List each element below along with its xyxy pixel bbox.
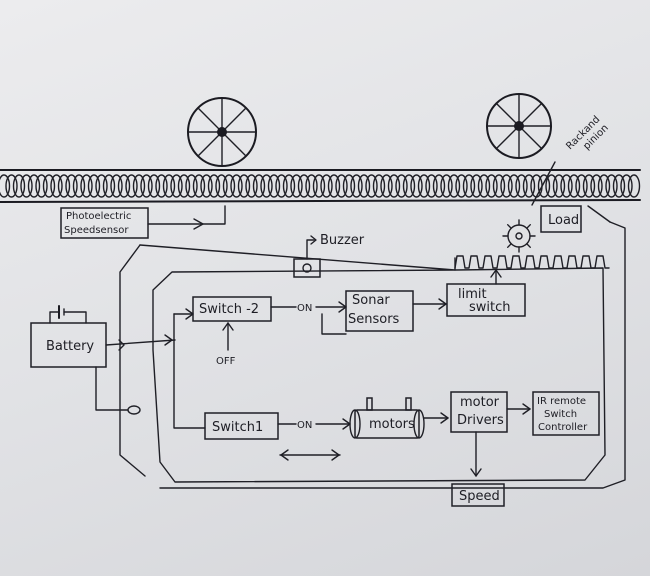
photo-sensor-label-2: Speedsensor: [64, 225, 129, 236]
ir-label-1: IR remote: [537, 396, 586, 407]
ir-label-3: Controller: [538, 422, 588, 433]
motors-block: motors: [350, 398, 448, 438]
driver-label-1: motor: [460, 395, 500, 410]
sonar-label-1: Sonar: [352, 293, 390, 308]
switch2-label: Switch -2: [199, 302, 259, 317]
load-label: Load: [548, 213, 579, 228]
chassis-frames: [120, 206, 625, 488]
load-box: Load: [541, 206, 581, 232]
rack-pinion-pointer: [532, 162, 555, 205]
return-path: [280, 450, 340, 460]
pinion-gear: [503, 220, 535, 252]
left-wheel: [188, 98, 256, 166]
rack-and-pinion-label: Rackand pinion: [564, 114, 611, 161]
sonar-label-2: Sensors: [348, 312, 400, 327]
off-label: OFF: [216, 356, 236, 367]
ir-remote-controller-block: IR remote Switch Controller: [533, 392, 599, 435]
limit-label-2: switch: [469, 300, 511, 315]
ir-label-2: Switch: [544, 409, 577, 420]
photoelectric-speed-sensor: Photoelectric Speedsensor: [61, 206, 225, 238]
motor-drivers-block: motor Drivers: [451, 392, 530, 476]
switch-1-block: Switch1 ON: [205, 413, 350, 439]
speed-label: Speed: [459, 489, 500, 504]
buzzer-label: Buzzer: [320, 233, 365, 248]
on-label-top: ON: [297, 303, 312, 314]
switch-2-block: Switch -2 OFF ON: [174, 297, 346, 428]
sonar-sensors-block: Sonar Sensors: [322, 291, 446, 334]
motors-label: motors: [369, 417, 415, 432]
right-wheel: [487, 94, 551, 158]
photo-sensor-label-1: Photoelectric: [66, 211, 131, 222]
limit-switch-block: limit switch: [447, 270, 525, 316]
switch1-label: Switch1: [212, 420, 263, 435]
conveyor-belt: [0, 170, 640, 202]
rack-teeth: [455, 256, 609, 268]
driver-label-2: Drivers: [457, 413, 504, 428]
on-label-bottom: ON: [297, 420, 312, 431]
battery-label: Battery: [46, 339, 94, 354]
